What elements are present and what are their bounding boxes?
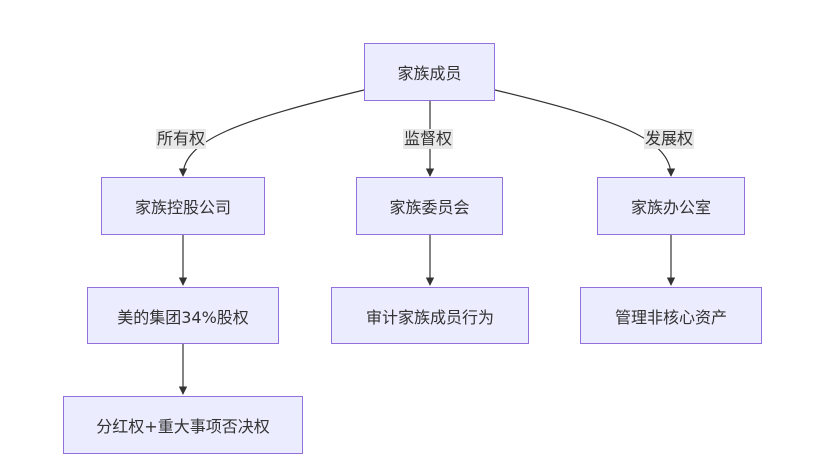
node-family-holding-company: 家族控股公司	[101, 177, 265, 235]
node-family-members: 家族成员	[364, 43, 495, 101]
node-family-office: 家族办公室	[597, 177, 745, 235]
node-audit-members: 审计家族成员行为	[331, 287, 529, 344]
node-dividend-veto-rights: 分红权+重大事项否决权	[63, 396, 303, 454]
edge-root-to-office	[494, 89, 676, 177]
edge-root-to-holding	[178, 89, 365, 177]
node-midea-stake: 美的集团34%股权	[87, 287, 279, 344]
node-family-committee: 家族委员会	[356, 177, 503, 235]
edge-label-supervision: 监督权	[403, 129, 454, 149]
edge-label-development: 发展权	[644, 129, 695, 149]
node-manage-assets: 管理非核心资产	[580, 287, 762, 344]
edge-label-ownership: 所有权	[156, 129, 207, 149]
